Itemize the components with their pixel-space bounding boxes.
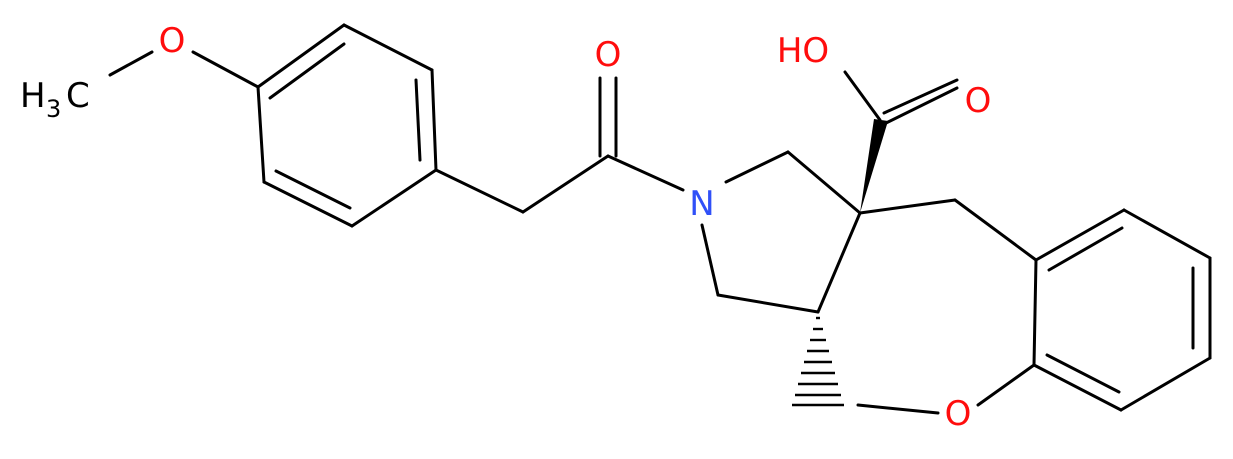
bond-acid-c-o-b xyxy=(882,78,959,115)
acid-oxygen-label: O xyxy=(965,81,992,121)
acid-hydroxyl-label: HO xyxy=(777,31,829,71)
bond-o-aryl xyxy=(191,50,260,89)
nitrogen-label: N xyxy=(689,184,714,224)
ring-oxygen-label: O xyxy=(945,394,972,434)
aryl-bond-2 xyxy=(342,23,434,72)
methyl-h: H xyxy=(20,76,46,116)
bond-acid-c-oh xyxy=(843,70,882,122)
bond-c3a-ch2 xyxy=(858,198,957,215)
bond-co-n xyxy=(606,154,685,192)
benzo-bond-6 xyxy=(1034,208,1126,262)
benzo-bond-3 xyxy=(1119,356,1212,412)
bond-n-ch2-lower xyxy=(700,223,720,297)
methyl-label: H 3 C xyxy=(20,76,90,123)
bond-ch2-o xyxy=(856,403,940,415)
bond-aryl-ch2 xyxy=(434,168,525,214)
aryl-bond-3-inner xyxy=(414,78,422,162)
bond-ch3-o xyxy=(108,50,154,77)
aryl-bond-6 xyxy=(256,85,266,184)
bond-c10a-c3a xyxy=(816,211,862,314)
aryl-bond-5 xyxy=(262,180,354,228)
aryl-bond-1-inner xyxy=(268,42,346,100)
methoxy-oxygen-label: O xyxy=(159,21,186,61)
benzo-bond-1 xyxy=(1032,258,1038,367)
benzo-bond-5 xyxy=(1122,208,1212,260)
methyl-subscript: 3 xyxy=(46,95,61,123)
bond-ch2-benzo xyxy=(953,198,1038,262)
aryl-bond-4 xyxy=(350,168,438,228)
aryl-bond-3 xyxy=(430,68,438,172)
benzo-bond-2-inner xyxy=(1045,353,1121,394)
benzo-bond-6-inner xyxy=(1047,226,1124,272)
bonds xyxy=(108,23,1212,415)
hash-bond-c10a-ch2 xyxy=(792,316,844,407)
bond-acid-c-o-a xyxy=(874,86,959,130)
benzo-bond-2 xyxy=(1032,363,1123,412)
bond-ch2-co xyxy=(521,154,610,214)
methyl-c: C xyxy=(66,76,90,116)
aryl-bond-1 xyxy=(256,23,346,89)
bond-o-benzo xyxy=(976,363,1036,407)
bond-n-ch2-upper xyxy=(724,150,790,184)
wedge-bond-c3a-cooh xyxy=(860,119,888,213)
aryl-bond-5-inner xyxy=(274,169,352,210)
carbonyl-oxygen-label: O xyxy=(595,35,622,75)
bond-ch2-c10a xyxy=(716,293,820,314)
bond-ch2-c3a xyxy=(786,150,862,215)
